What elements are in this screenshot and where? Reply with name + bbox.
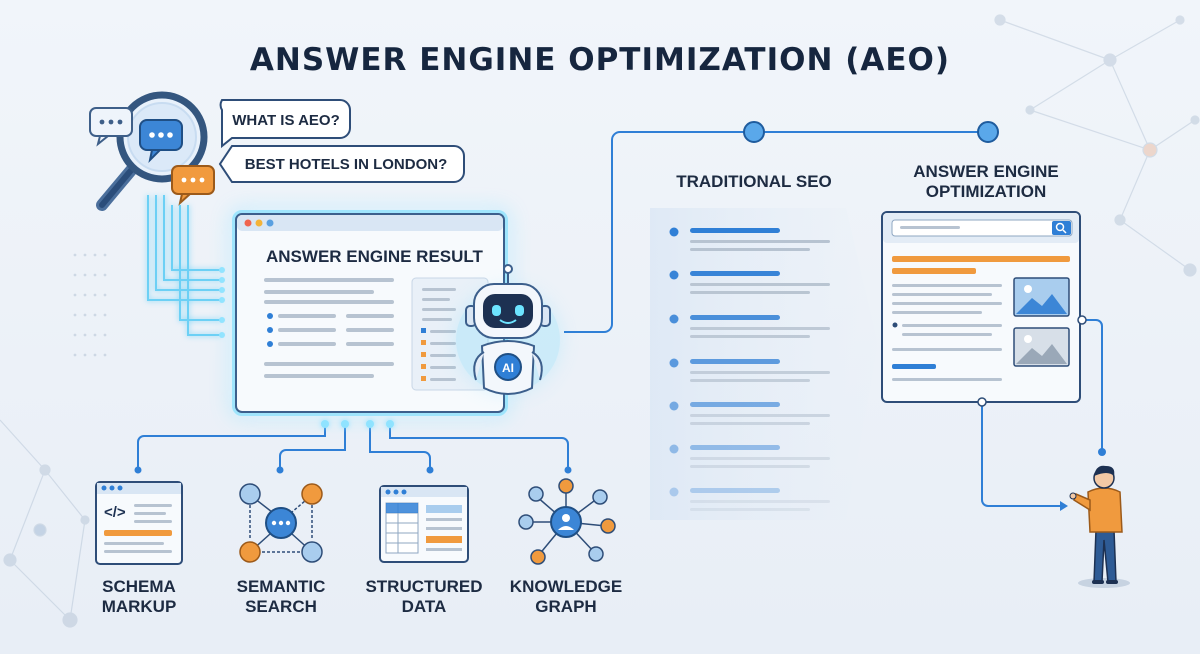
pillar-label: MARKUP [102, 597, 177, 616]
knowledge-graph-icon [518, 478, 616, 565]
aeo-label-line2: OPTIMIZATION [926, 182, 1047, 201]
semantic-nodes-icon [239, 483, 323, 563]
pillar-label: DATA [402, 597, 447, 616]
answer-engine-result-window: ANSWER ENGINE RESULT [232, 210, 508, 416]
background-dot-grid [73, 253, 107, 357]
circuit-nodes [219, 267, 225, 338]
query-text: BEST HOTELS IN LONDON? [245, 156, 448, 173]
search-result-list [669, 227, 830, 511]
aeo-result-window [881, 211, 1081, 403]
page-title: ANSWER ENGINE OPTIMIZATION (AEO) [250, 42, 950, 78]
pillar-knowledge-graph: KNOWLEDGE GRAPH [510, 478, 622, 616]
result-panel-title: ANSWER ENGINE RESULT [266, 247, 484, 266]
query-bubble-best-hotels: BEST HOTELS IN LONDON? [218, 145, 465, 183]
svg-text:</>: </> [104, 504, 126, 521]
aeo-search-bar [891, 219, 1073, 237]
timeline-node [977, 121, 999, 143]
search-icon [1055, 222, 1067, 234]
chat-bubble-icon [139, 119, 183, 164]
pillar-schema-markup: </> SCHEMA MARKUP [95, 481, 183, 616]
image-thumbnail-icon [1013, 327, 1070, 367]
pillar-structured-data: STRUCTURED DATA [365, 485, 483, 616]
traditional-seo-label: TRADITIONAL SEO [676, 172, 832, 191]
pillar-label: STRUCTURED [365, 577, 482, 596]
ai-robot-icon: AI [456, 264, 560, 395]
circuit-lines [147, 195, 222, 336]
query-text: WHAT IS AEO? [232, 112, 340, 129]
timeline-node [743, 121, 765, 143]
pillar-label: GRAPH [535, 597, 596, 616]
traditional-seo-column: TRADITIONAL SEO [650, 172, 878, 520]
chat-bubble-small-icon [89, 107, 133, 147]
pillar-label: SEMANTIC [237, 577, 326, 596]
robot-badge: AI [502, 361, 514, 375]
aeo-label-line1: ANSWER ENGINE [913, 162, 1058, 181]
code-window-icon: </> [95, 481, 183, 565]
user-person-icon [1069, 465, 1130, 588]
pillar-label: SEARCH [245, 597, 317, 616]
window-close-icon [244, 219, 252, 227]
pillar-label: SCHEMA [102, 577, 176, 596]
aeo-column: ANSWER ENGINE OPTIMIZATION [881, 162, 1106, 511]
background-network-decoration [0, 14, 1200, 628]
query-bubble-what-is-aeo: WHAT IS AEO? [219, 99, 351, 149]
pillar-semantic-search: SEMANTIC SEARCH [237, 483, 326, 616]
pillar-label: KNOWLEDGE [510, 577, 622, 596]
pillar-connector-nodes [321, 420, 394, 428]
image-thumbnail-icon [1013, 277, 1070, 317]
window-minimize-icon [255, 219, 263, 227]
data-table-icon [379, 485, 469, 563]
chat-bubble-orange-icon [171, 165, 215, 206]
window-maximize-icon [266, 219, 274, 227]
pillar-connectors [137, 422, 569, 470]
connector-to-comparison [564, 131, 988, 333]
